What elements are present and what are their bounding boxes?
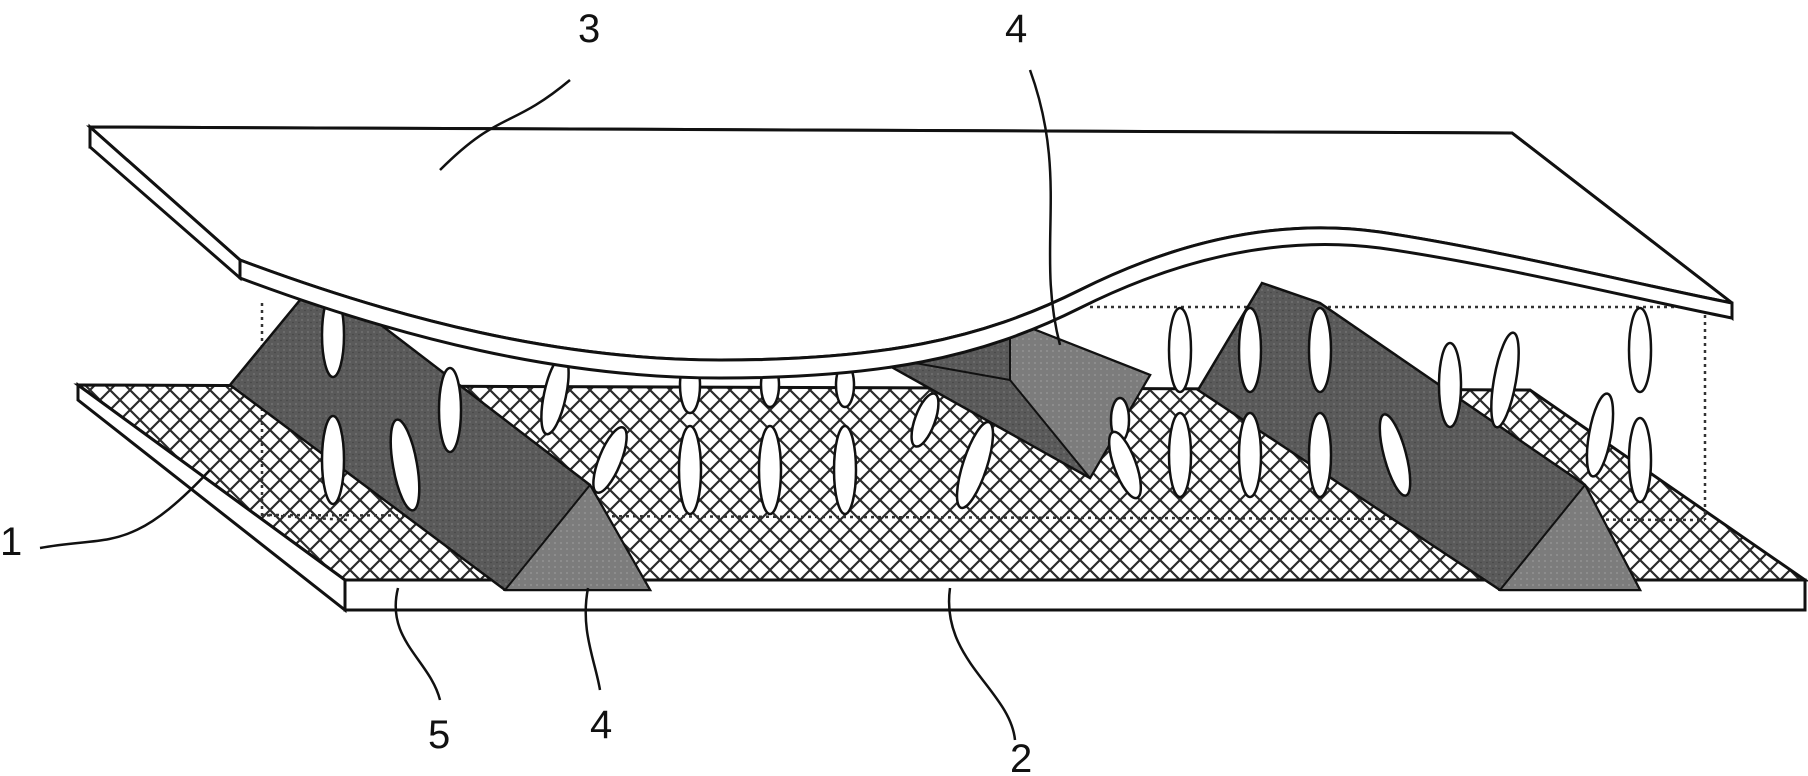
label-4-top: 4 xyxy=(1005,7,1027,51)
label-4-bottom: 4 xyxy=(590,703,612,747)
label-2: 2 xyxy=(1010,737,1032,776)
label-3: 3 xyxy=(578,7,600,51)
label-1: 1 xyxy=(0,520,22,564)
label-5: 5 xyxy=(428,713,450,757)
